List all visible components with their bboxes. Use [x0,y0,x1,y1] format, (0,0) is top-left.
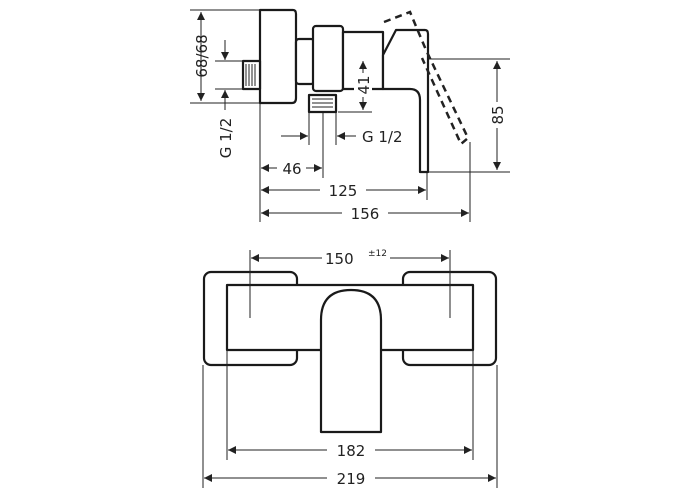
wall-rosette [258,8,298,105]
dim-inlet-thread-label: G 1/2 [217,118,235,159]
dim-85-label: 85 [489,105,507,124]
outlet-thread-lines [312,98,333,108]
dim-150-tolerance: ±12 [368,249,387,259]
valve-body [311,24,345,93]
hex-nut [294,37,316,86]
dim-150-label: 150 [325,250,354,268]
dim-outlet-thread-label: G 1/2 [362,128,403,146]
dim-41-label: 41 [355,75,373,94]
dim-219-label: 219 [337,470,366,488]
inlet-thread-lines [245,64,256,86]
lever-handle [381,28,430,174]
dim-156-label: 156 [351,205,380,223]
lever-handle-front [319,288,383,434]
front-view: 150 ±12 182 219 [202,248,498,488]
dim-182-label: 182 [337,442,366,460]
dim-125-label: 125 [329,182,358,200]
dim-46-label: 46 [282,160,301,178]
side-view: 68/68 G 1/2 41 85 G 1/2 46 125 156 [190,8,510,223]
dim-height-label: 68/68 [193,34,211,77]
front-extension-lines [202,250,498,488]
